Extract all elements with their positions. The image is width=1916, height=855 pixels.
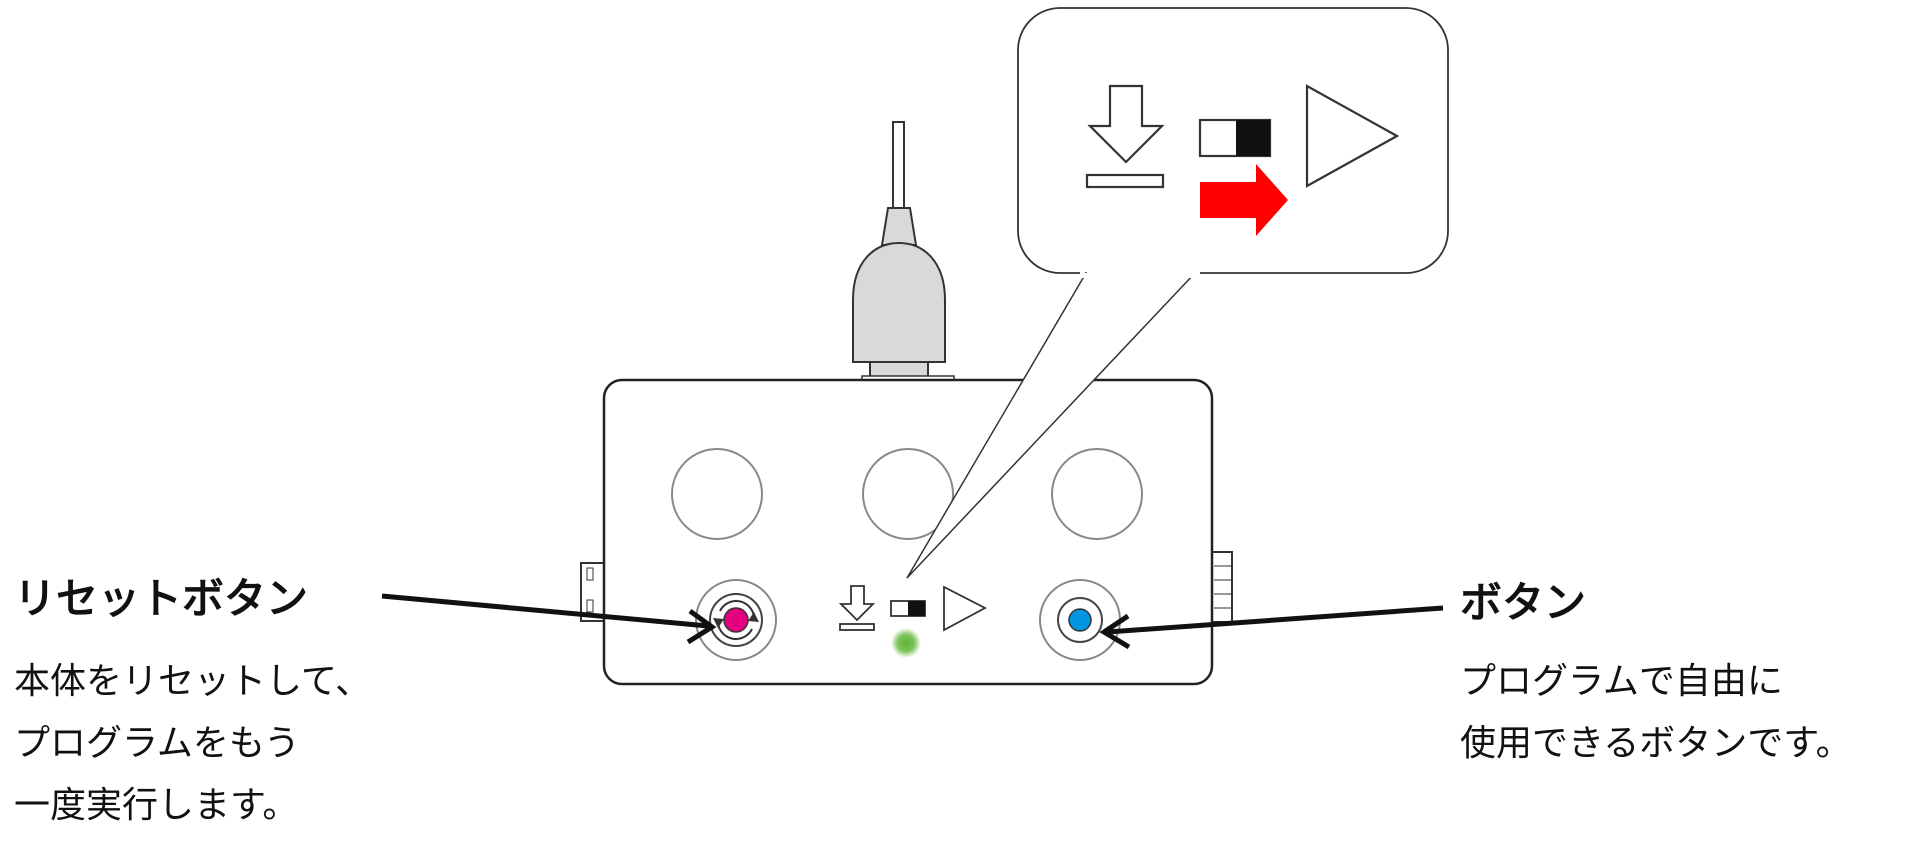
switch-direction-arrow (1200, 164, 1288, 236)
sensor-circle-left (671, 448, 763, 540)
reset-icon (713, 600, 759, 640)
reset-button-title: リセットボタン (14, 574, 309, 623)
sensor-circle-right (1051, 448, 1143, 540)
reset-button[interactable] (695, 579, 777, 661)
description-line: 使用できるボタンです。 (1460, 723, 1852, 764)
user-button-description: プログラムで自由に 使用できるボタンです。 (1460, 651, 1852, 775)
usb-cable (852, 121, 955, 384)
callout-download-icon (1085, 84, 1165, 189)
user-button[interactable] (1039, 579, 1121, 661)
callout-play-icon (1305, 84, 1400, 188)
reset-button-description: 本体をリセットして、 プログラムをもう 一度実行します。 (14, 651, 371, 837)
play-icon (943, 585, 987, 632)
sensor-circle-center (862, 448, 954, 540)
download-icon (838, 585, 876, 631)
description-line: 本体をリセットして、 (14, 661, 372, 702)
callout-mode-switch-icon (1198, 118, 1272, 158)
mode-switch-icon (890, 600, 926, 617)
reset-pointer-arrow (381, 593, 717, 645)
description-line: 一度実行します。 (14, 785, 299, 826)
description-line: プログラムで自由に (1460, 661, 1783, 702)
status-led (891, 628, 921, 658)
user-button-title: ボタン (1460, 578, 1587, 627)
button-pointer-arrow (1099, 605, 1444, 650)
description-line: プログラムをもう (14, 723, 300, 764)
